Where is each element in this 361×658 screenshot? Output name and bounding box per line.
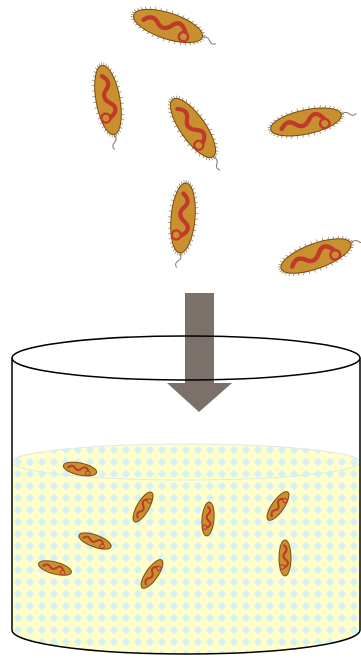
- liquid-surface: [12, 444, 360, 480]
- bacterium-icon: [87, 60, 132, 152]
- bacterium-icon: [126, 0, 221, 57]
- bacteria-above-group: [87, 0, 361, 284]
- liquid: [12, 462, 360, 654]
- bacterium-icon: [265, 97, 359, 145]
- bacterium-icon: [159, 88, 235, 178]
- beaker-icon: [12, 358, 360, 654]
- arrow-down-icon: [167, 293, 232, 412]
- bacterium-icon: [273, 224, 361, 285]
- bacterium-icon: [164, 179, 202, 269]
